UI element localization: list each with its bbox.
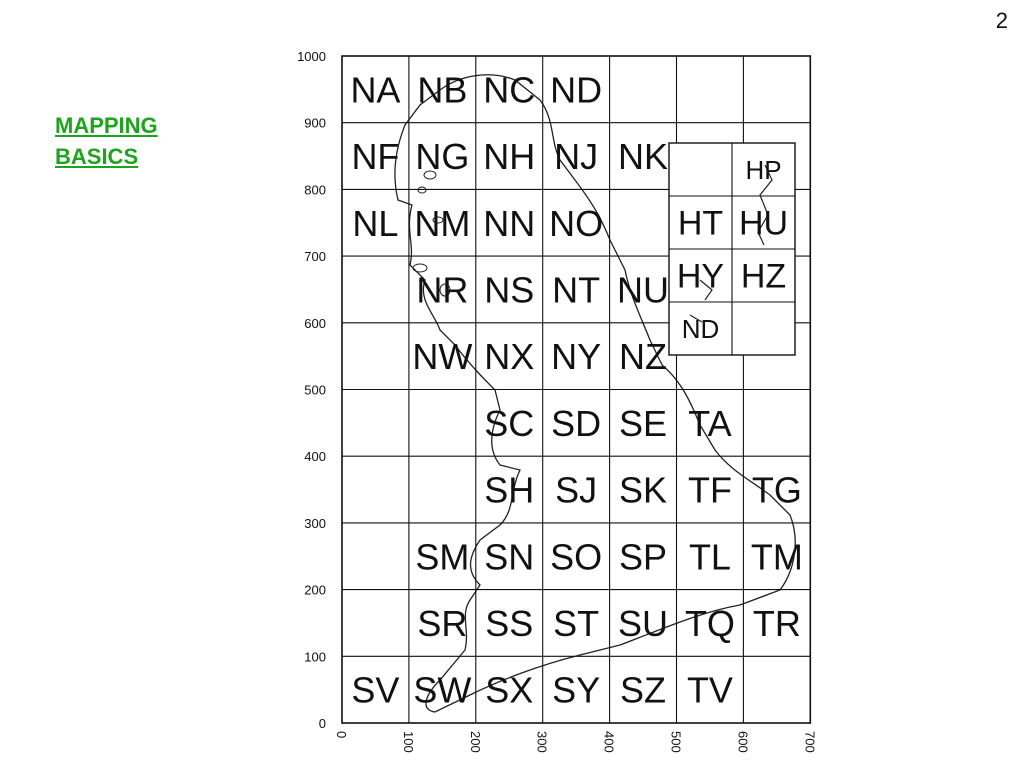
grid-square-label: ST xyxy=(553,603,599,644)
island-outline xyxy=(432,216,444,224)
x-tick-label: 300 xyxy=(535,731,550,753)
island-outline xyxy=(417,186,427,194)
inset-square-label: HT xyxy=(678,205,723,243)
grid-square-label: SN xyxy=(484,536,534,577)
grid-square-label: NH xyxy=(483,136,535,177)
y-tick-label: 1000 xyxy=(297,49,326,64)
grid-square-label: TL xyxy=(689,536,731,577)
grid-square-label: NY xyxy=(551,336,601,377)
grid-square-label: SZ xyxy=(620,670,666,711)
grid-square-label: SX xyxy=(485,670,533,711)
grid-square-label: NB xyxy=(417,69,467,110)
grid-square-labels: NA NB NC ND NF NG NH NJ NK NL NM NN NO NR NS NT NU NW NX NY… xyxy=(350,69,802,710)
grid-square-label: NA xyxy=(350,69,400,110)
y-tick-label: 700 xyxy=(304,249,326,264)
grid-square-label: NU xyxy=(617,269,669,310)
y-tick-label: 400 xyxy=(304,449,326,464)
grid-square-label: SW xyxy=(413,670,471,711)
grid-square-label: TG xyxy=(752,470,802,511)
y-tick-label: 300 xyxy=(304,516,326,531)
grid-square-label: TA xyxy=(688,403,731,444)
coastline-path xyxy=(394,74,796,713)
grid-square-label: SE xyxy=(619,403,667,444)
grid-square-label: SH xyxy=(484,470,534,511)
x-tick-label: 200 xyxy=(468,731,483,753)
grid-square-label: SJ xyxy=(555,470,597,511)
inset-square-label: HY xyxy=(677,258,724,296)
grid-square-label: SC xyxy=(484,403,534,444)
grid-square-label: SO xyxy=(550,536,602,577)
inset-square-label: ND xyxy=(682,314,720,344)
island-outline xyxy=(439,283,451,297)
island-outline xyxy=(423,170,437,180)
grid-square-label: TQ xyxy=(685,603,735,644)
grid-square-label: SM xyxy=(415,536,469,577)
grid-square-label: NF xyxy=(351,136,399,177)
inset-square-label: HZ xyxy=(741,258,786,296)
x-tick-label: 700 xyxy=(802,731,817,753)
shetland-coastline xyxy=(689,164,773,323)
grid-square-label: NG xyxy=(415,136,469,177)
grid-square-label: TM xyxy=(751,536,803,577)
grid-square-label: SK xyxy=(619,470,667,511)
y-tick-label: 0 xyxy=(319,716,326,731)
y-tick-label: 900 xyxy=(304,116,326,131)
grid-square-label: TV xyxy=(687,670,733,711)
grid-square-label: NC xyxy=(483,69,535,110)
slide-title: MAPPING BASICS xyxy=(55,113,158,169)
grid-lines xyxy=(341,55,812,724)
grid-square-label: NT xyxy=(552,269,600,310)
y-tick-label: 200 xyxy=(304,583,326,598)
island-outline xyxy=(412,263,428,273)
grid-square-label: NS xyxy=(484,269,534,310)
y-tick-label: 500 xyxy=(304,383,326,398)
grid-square-label: SY xyxy=(552,670,600,711)
inset-square-label: HU xyxy=(739,205,788,243)
grid-square-label: NM xyxy=(414,203,470,244)
grid-square-label: ND xyxy=(550,69,602,110)
grid-square-label: NX xyxy=(484,336,534,377)
page-number: 2 xyxy=(995,8,1008,33)
x-tick-label: 600 xyxy=(735,731,750,753)
inset-square-label: HP xyxy=(745,155,781,185)
grid-square-label: NN xyxy=(483,203,535,244)
grid-square-label: SD xyxy=(551,403,601,444)
x-tick-label: 400 xyxy=(602,731,617,753)
grid-square-label: SP xyxy=(619,536,667,577)
grid-square-label: SU xyxy=(618,603,668,644)
shetland-inset: HP HT HU HY HZ ND xyxy=(668,142,796,356)
grid-square-label: NR xyxy=(416,269,468,310)
grid-square-label: SS xyxy=(485,603,533,644)
grid-square-label: TR xyxy=(753,603,801,644)
grid-square-label: SR xyxy=(417,603,467,644)
grid-square-label: NZ xyxy=(619,336,667,377)
grid-square-label: SV xyxy=(351,670,399,711)
grid-square-label: NW xyxy=(412,336,472,377)
x-tick-label: 0 xyxy=(334,731,349,738)
grid-square-label: TF xyxy=(688,470,732,511)
grid-square-label: NJ xyxy=(554,136,598,177)
grid-square-label: NK xyxy=(618,136,668,177)
x-tick-label: 100 xyxy=(401,731,416,753)
grid-square-label: NO xyxy=(549,203,603,244)
y-tick-label: 800 xyxy=(304,182,326,197)
grid-square-label: NL xyxy=(352,203,398,244)
y-tick-label: 100 xyxy=(304,649,326,664)
x-tick-label: 500 xyxy=(669,731,684,753)
y-tick-label: 600 xyxy=(304,316,326,331)
